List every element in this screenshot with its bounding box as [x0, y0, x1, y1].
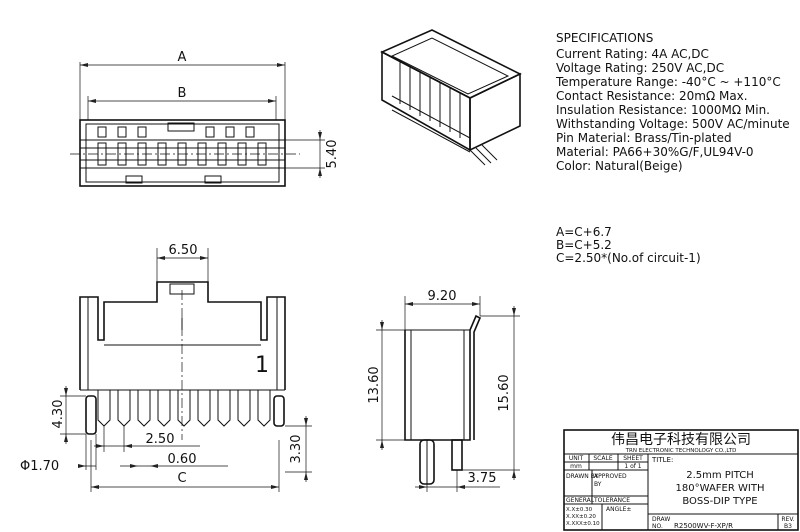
title-line-3: BOSS-DIP TYPE [682, 496, 757, 507]
formula-line: B=C+5.2 [556, 238, 612, 252]
dim-650-label: 6.50 [169, 243, 198, 258]
tolerance-2: X.XX±0.20 [566, 514, 596, 520]
spec-line: Contact Resistance: 20mΩ Max. [556, 89, 748, 103]
pin1-marker: 1 [255, 353, 269, 378]
spec-line: Material: PA66+30%G/F,UL94V-0 [556, 145, 754, 159]
rev-value: B3 [784, 523, 792, 530]
tolerance-3: X.XXX±0.10 [566, 521, 600, 527]
formula-block: A=C+6.7 B=C+5.2 C=2.50*(No.of circuit-1) [556, 225, 701, 265]
dim-250-label: 2.50 [146, 432, 175, 447]
front-view: 6.50 1 4.30 [20, 243, 312, 492]
top-view-pin-slots [97, 126, 267, 166]
general-label: GENERAL [566, 497, 595, 504]
specifications-block: SPECIFICATIONS Current Rating: 4A AC,DC … [555, 31, 790, 173]
angle-label: ANGLE± [606, 506, 631, 513]
sheet-label: SHEET [623, 455, 643, 462]
front-view-pins [85, 390, 285, 435]
dim-a-label: A [178, 50, 187, 65]
dim-b-label: B [178, 86, 187, 101]
dim-330-label: 3.30 [289, 435, 304, 464]
isometric-view [380, 29, 522, 166]
dim-430-label: 4.30 [51, 400, 66, 429]
side-view: 9.20 13.60 15.60 3.75 [367, 289, 520, 492]
company-cn: 伟昌电子科技有限公司 [611, 432, 751, 448]
spec-heading: SPECIFICATIONS [556, 31, 653, 45]
sheet-value: 1 of 1 [624, 463, 641, 470]
dim-170-label: Φ1.70 [20, 459, 59, 474]
top-view: A B [70, 50, 340, 187]
spec-line: Pin Material: Brass/Tin-plated [556, 131, 732, 145]
formula-line: C=2.50*(No.of circuit-1) [556, 251, 701, 265]
dim-375-label: 3.75 [468, 471, 497, 486]
drawn-by-label: DRAWN BY [566, 473, 598, 480]
tolerance-1: X.X±0.30 [566, 507, 593, 513]
unit-label: UNIT [569, 455, 584, 462]
draw-no-label-2: NO. [652, 523, 663, 530]
rev-label: REV. [781, 516, 794, 523]
dim-1360-label: 13.60 [367, 366, 382, 403]
dim-920-label: 9.20 [428, 289, 457, 304]
spec-line: Insulation Resistance: 1000MΩ Min. [556, 103, 770, 117]
draw-no-label: DRAW [652, 516, 670, 523]
iso-pin-slots [391, 60, 498, 166]
draw-number: R2500WV-F-XP/R [674, 522, 733, 530]
unit-value: mm [570, 463, 582, 470]
title-block: 伟昌电子科技有限公司 TRN ELECTRONIC TECHNOLOGY CO.… [563, 429, 799, 531]
approved-by-label: APPROVED [594, 473, 627, 480]
approved-by-label-2: BY [594, 481, 602, 488]
scale-label: SCALE [593, 455, 612, 462]
title-line-1: 2.5mm PITCH [686, 470, 754, 481]
dim-1560-label: 15.60 [497, 374, 512, 411]
tolerance-label: TOLERANCE [593, 497, 630, 504]
dim-c-label: C [177, 471, 186, 486]
company-en: TRN ELECTRONIC TECHNOLOGY CO.,LTD [625, 448, 737, 454]
spec-line: Color: Natural(Beige) [556, 159, 683, 173]
spec-line: Withstanding Voltage: 500V AC/minute [556, 117, 790, 131]
title-label: TITLE: [651, 456, 673, 464]
spec-line: Current Rating: 4A AC,DC [556, 47, 709, 61]
dim-060-label: 0.60 [168, 452, 197, 467]
title-line-2: 180°WAFER WITH [676, 483, 765, 494]
spec-line: Voltage Rating: 250V AC,DC [556, 61, 724, 75]
spec-line: Temperature Range: -40°C ~ +110°C [555, 75, 781, 89]
formula-line: A=C+6.7 [556, 225, 612, 239]
dim-540-label: 5.40 [325, 140, 340, 169]
